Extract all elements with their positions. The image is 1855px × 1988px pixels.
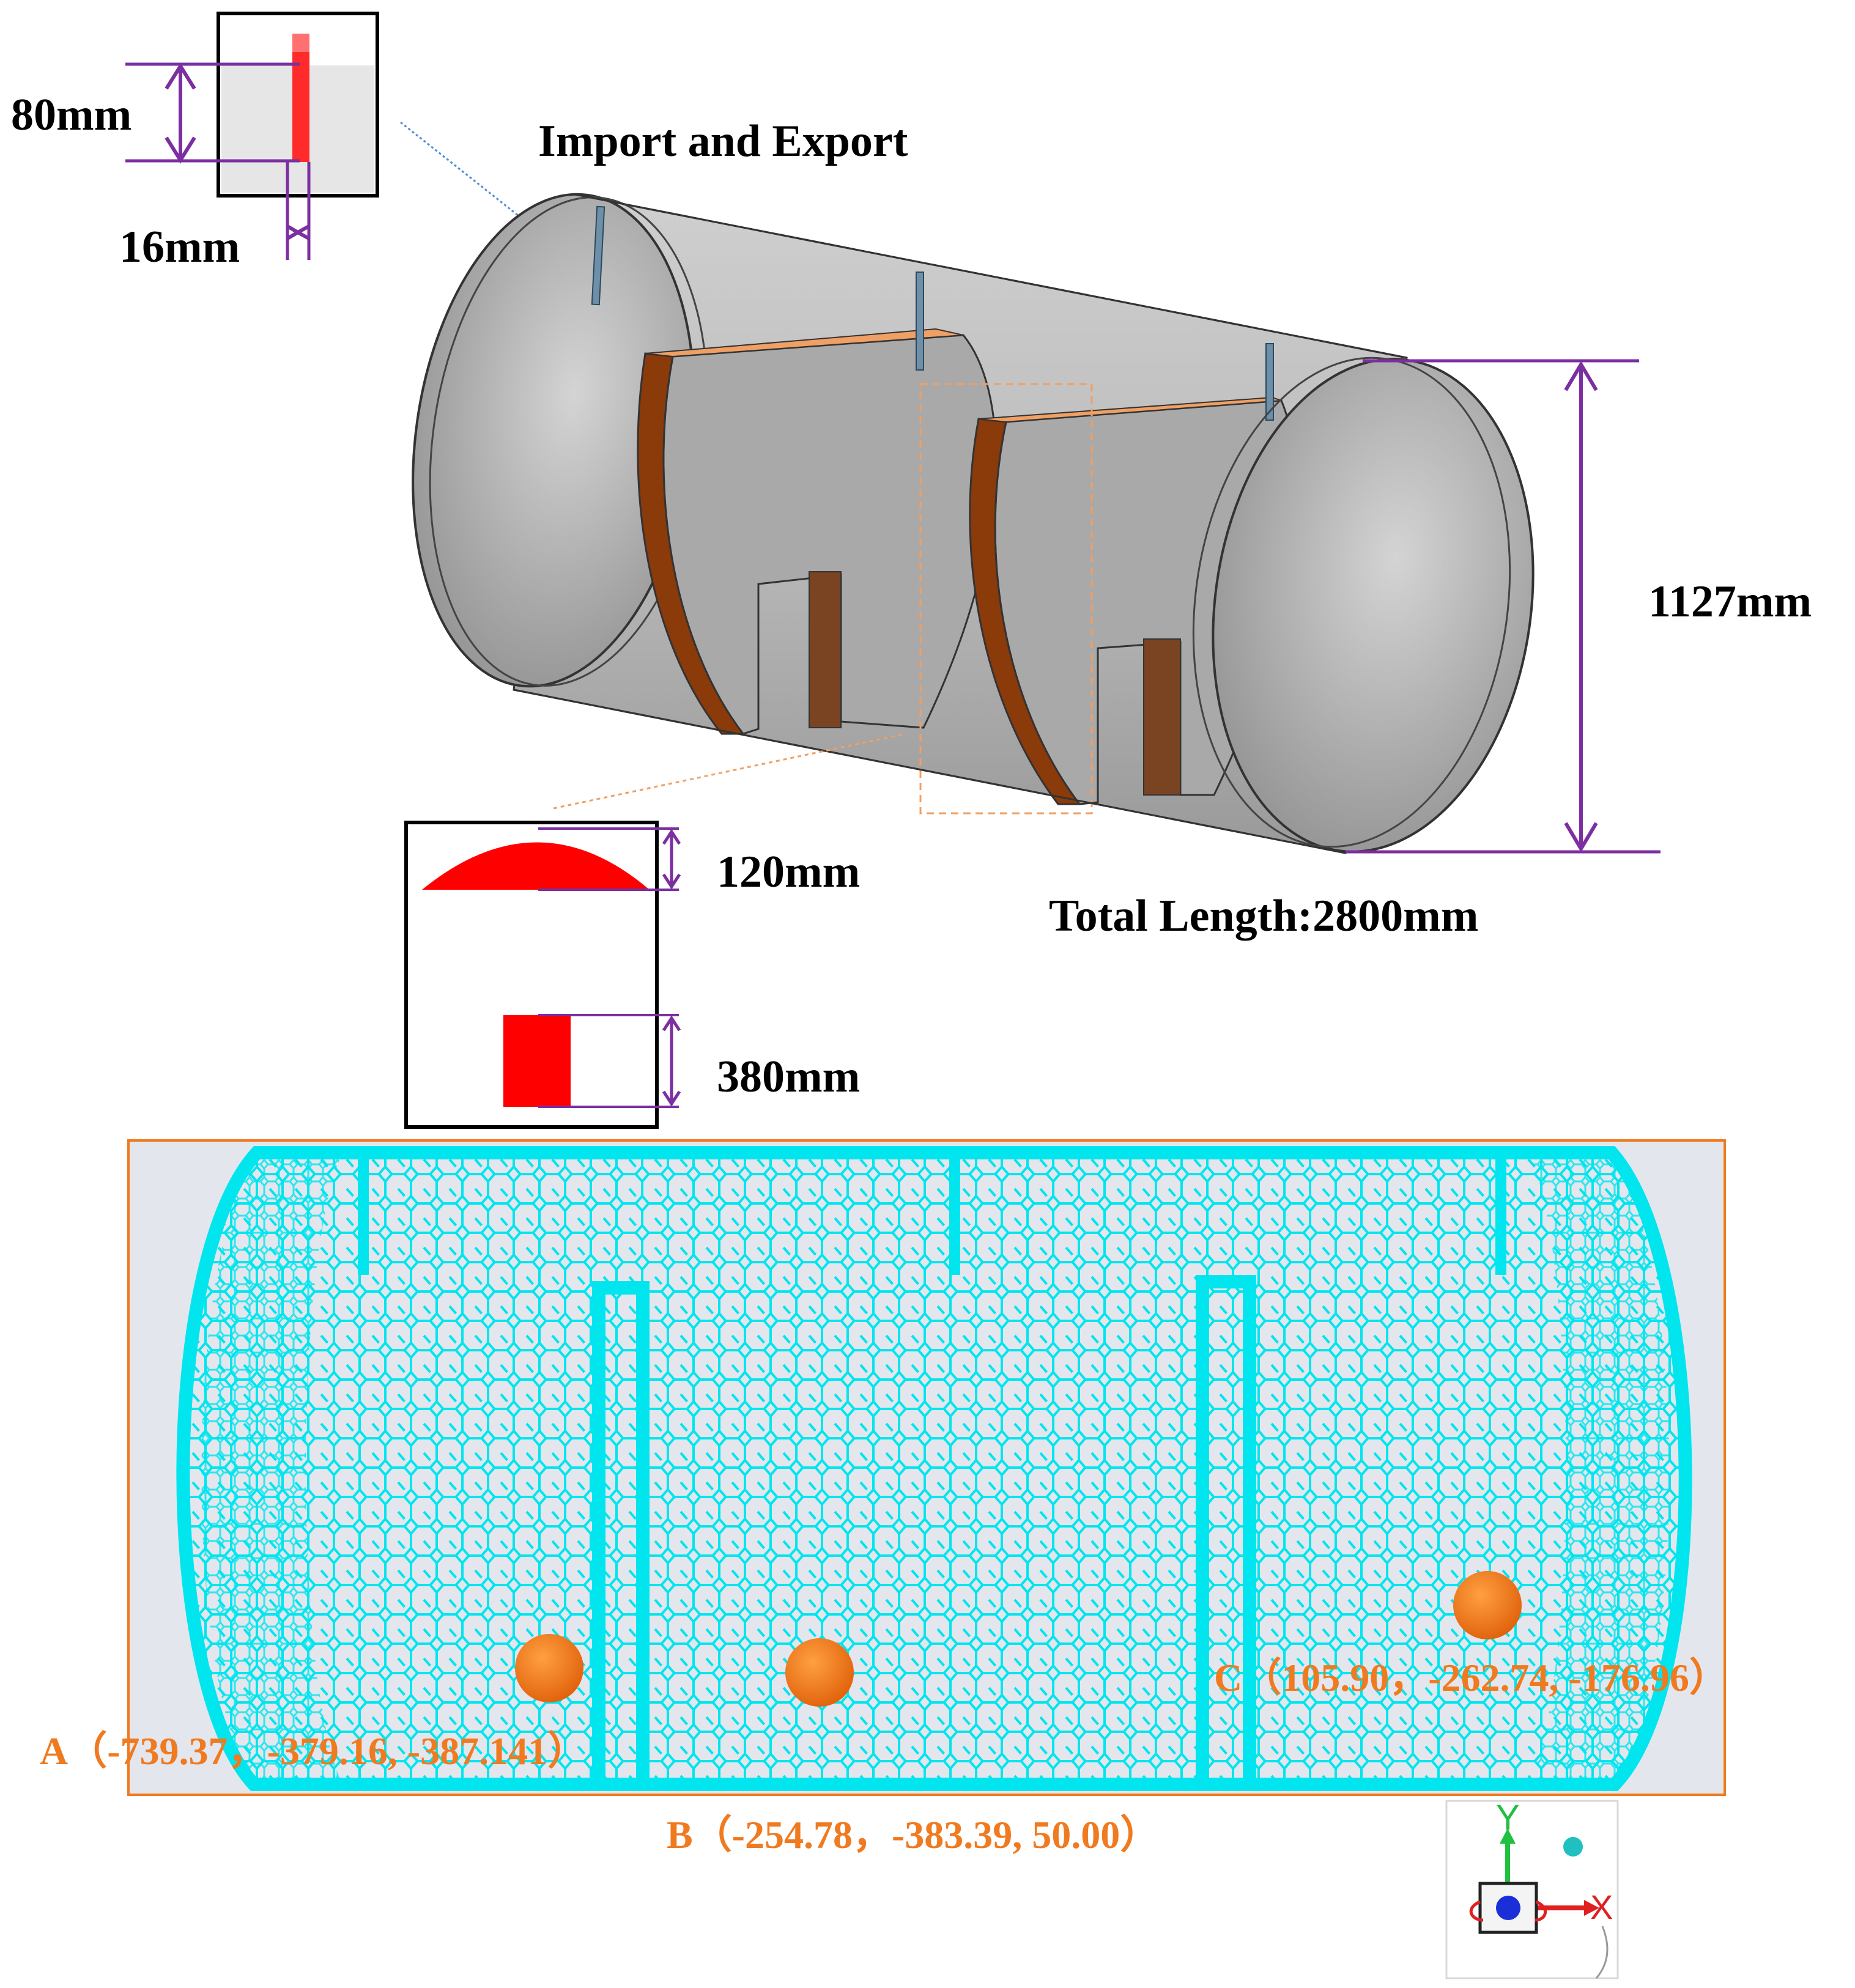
label-380mm: 380mm xyxy=(717,1052,860,1102)
opening-bottom-slot xyxy=(503,1015,571,1107)
point-b-marker xyxy=(785,1638,854,1707)
inlet-pipe-red xyxy=(292,37,309,162)
point-c-label: C（105.90，-262.74, -176.96） xyxy=(1214,1656,1728,1699)
tank-right-cap-rim xyxy=(1192,357,1511,848)
inlet-pipe-red-top xyxy=(292,34,309,52)
pipe-3 xyxy=(1265,343,1274,421)
mesh-left-end-dense xyxy=(201,1153,342,1784)
mesh-pipe-2 xyxy=(949,1159,960,1275)
mesh-pipe-1 xyxy=(358,1159,369,1275)
mesh-baffle-1b xyxy=(636,1290,650,1779)
point-b-label: B（-254.78，-383.39, 50.00） xyxy=(667,1813,1159,1857)
mesh-baffle-1-top xyxy=(592,1281,650,1295)
label-120mm: 120mm xyxy=(717,847,860,897)
label-1127mm: 1127mm xyxy=(1648,577,1812,627)
mesh-baffle-2 xyxy=(1196,1275,1209,1779)
inlet-detail: 80mm 16mm xyxy=(11,12,563,272)
baffle-2-edge xyxy=(969,418,1082,805)
baffle-opening-detail: 120mm 380mm xyxy=(404,733,906,1129)
baffle-1-top xyxy=(645,328,964,358)
dim-80-arrow-up xyxy=(165,62,196,90)
baffle-1-edge xyxy=(637,352,746,735)
tank-3d xyxy=(412,193,1535,854)
diameter-dimension: 1127mm xyxy=(1346,359,1812,854)
mesh-view xyxy=(127,1139,1726,1796)
dim-380-arrows xyxy=(662,1015,681,1107)
axis-triad: Y X xyxy=(1445,1798,1619,1979)
baffle-2-top xyxy=(978,396,1282,423)
pipe-2 xyxy=(916,272,924,371)
mesh-right-end-dense xyxy=(1529,1153,1670,1784)
y-axis-label: Y xyxy=(1496,1798,1520,1838)
axis-origin-ring xyxy=(1469,1900,1547,1922)
tank-bottom-edge xyxy=(513,689,1346,854)
x-axis-label: X xyxy=(1590,1888,1613,1926)
y-axis-arrow xyxy=(1500,1828,1516,1844)
pipe-1 xyxy=(591,205,605,306)
baffle-2-slot-edge xyxy=(1143,638,1181,796)
tank-top-edge xyxy=(574,193,1407,359)
mesh-pipe-3 xyxy=(1495,1159,1506,1275)
mesh-baffle-1 xyxy=(592,1281,605,1779)
point-a-label: A（-739.37，-379.16, -387.141） xyxy=(40,1729,587,1773)
label-total-length: Total Length:2800mm xyxy=(1049,891,1478,941)
z-axis-ball xyxy=(1563,1837,1583,1857)
point-a-marker xyxy=(515,1634,583,1702)
opening-leader xyxy=(553,733,906,810)
dim-1127-arrow-up xyxy=(1564,361,1598,391)
opening-top-segment xyxy=(422,842,650,890)
dim-1127-arrow-down xyxy=(1564,822,1598,852)
baffle-1-slot-edge xyxy=(809,571,842,728)
mesh-baffle-2b xyxy=(1243,1281,1256,1779)
dim-80-arrow-down xyxy=(165,136,196,164)
label-import-export: Import and Export xyxy=(538,116,908,166)
mesh-baffle-2-top xyxy=(1196,1275,1256,1288)
dim-16-arrows xyxy=(286,224,310,240)
x-axis-arrow xyxy=(1584,1900,1599,1916)
label-16mm: 16mm xyxy=(119,222,240,272)
label-80mm: 80mm xyxy=(11,90,131,140)
point-c-marker xyxy=(1453,1571,1522,1639)
baffle-1 xyxy=(637,328,997,735)
axis-origin-dot xyxy=(1496,1896,1520,1920)
tank-detail-dashed-box xyxy=(919,383,1093,815)
axis-arc xyxy=(1595,1926,1609,1979)
dim-120-arrows xyxy=(662,829,681,890)
